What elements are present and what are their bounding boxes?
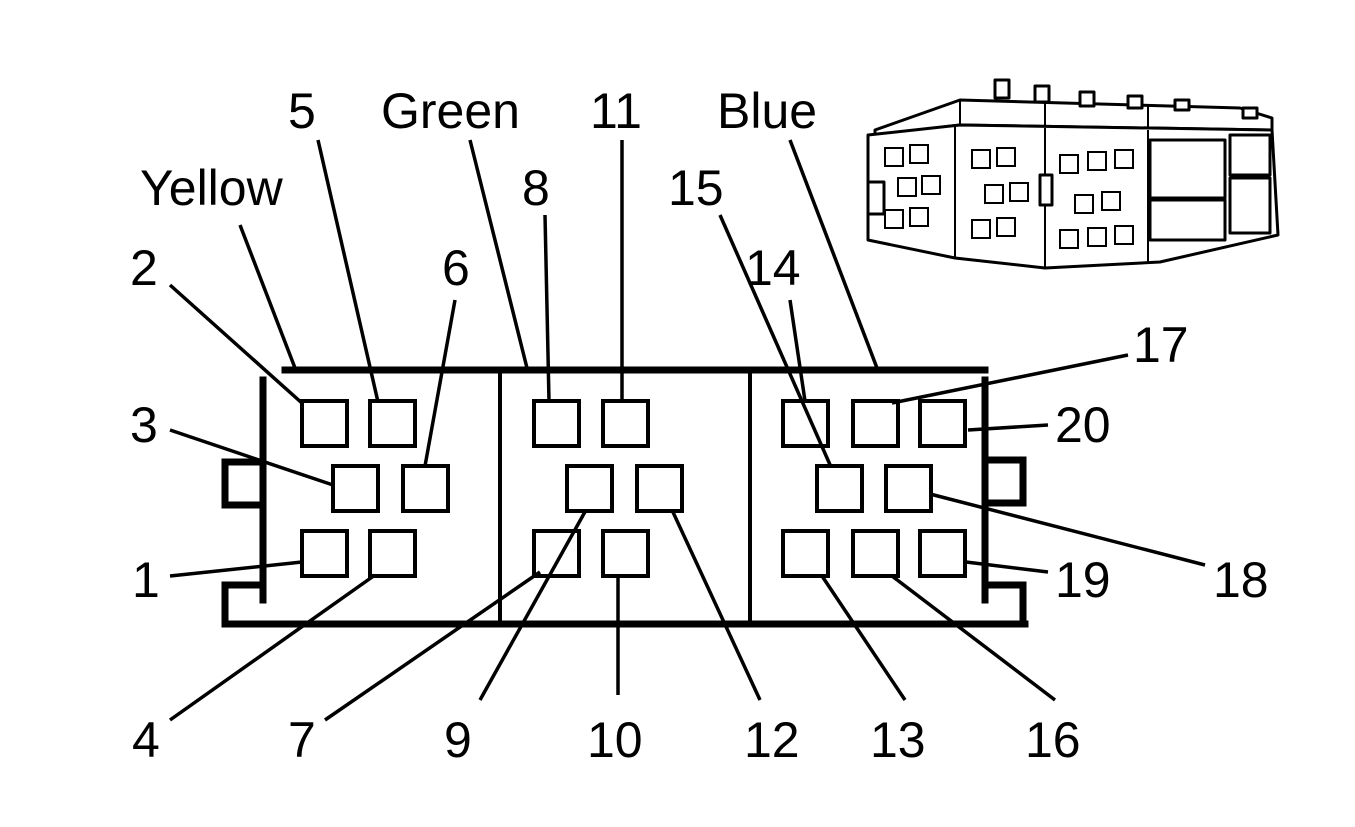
section-labels: Yellow Green Blue [140,83,817,216]
cavity-3 [331,464,380,513]
leader-9 [478,509,588,701]
label-pin-6: 6 [442,240,470,296]
pin-labels: 5 11 8 15 2 6 14 17 3 20 1 19 18 4 7 9 1… [130,83,1269,768]
cavity-13 [781,529,830,578]
connector-isometric-illustration [866,78,1280,270]
label-pin-15: 15 [668,160,724,216]
label-pin-13: 13 [870,712,926,768]
cavity-1 [300,529,349,578]
cavity-18 [884,464,933,513]
label-yellow: Yellow [140,160,284,216]
cavity-5 [368,399,417,448]
label-pin-17: 17 [1133,317,1189,373]
label-pin-14: 14 [745,240,801,296]
leader-blue [788,139,879,369]
cavity-6 [401,464,450,513]
leader-green [468,139,529,369]
label-pin-18: 18 [1213,552,1269,608]
leader-yellow [238,224,297,369]
connector-face [221,366,1029,628]
leader-15 [718,214,833,468]
label-pin-20: 20 [1055,397,1111,453]
leader-6 [423,299,457,467]
cavity-16 [851,529,900,578]
cavity-17 [851,399,900,448]
leader-14 [788,299,807,402]
leader-16 [890,574,1057,702]
cavity-19 [918,529,967,578]
leader-18 [929,492,1206,567]
label-blue: Blue [717,83,817,139]
cavity-2 [300,399,349,448]
cavity-4 [368,529,417,578]
label-pin-3: 3 [130,397,158,453]
leader-2 [168,283,305,406]
label-pin-10: 10 [587,712,643,768]
leader-13 [820,575,907,701]
leader-3 [169,428,334,487]
pin-cavities [300,399,967,578]
cavity-12 [635,464,684,513]
cavity-8 [532,399,581,448]
leader-4 [168,573,377,722]
label-pin-7: 7 [288,712,316,768]
leader-19 [965,560,1049,574]
cavity-15 [815,464,864,513]
label-green: Green [381,83,520,139]
cavity-10 [601,529,650,578]
label-pin-19: 19 [1055,552,1111,608]
leader-7 [324,570,541,722]
label-pin-11: 11 [590,83,642,139]
leader-1 [169,560,303,578]
leader-lines [168,139,1206,722]
label-pin-16: 16 [1025,712,1081,768]
label-pin-12: 12 [744,712,800,768]
leader-12 [670,509,762,701]
leader-5 [316,139,380,403]
label-pin-9: 9 [444,712,472,768]
label-pin-2: 2 [130,240,158,296]
leader-8 [543,214,551,402]
label-pin-5: 5 [288,83,316,139]
leader-17 [891,353,1129,405]
label-pin-8: 8 [522,160,550,216]
label-pin-4: 4 [132,712,160,768]
cavity-11 [601,399,650,448]
cavity-9 [565,464,614,513]
cavity-20 [918,399,967,448]
leader-20 [967,423,1049,432]
label-pin-1: 1 [132,552,160,608]
